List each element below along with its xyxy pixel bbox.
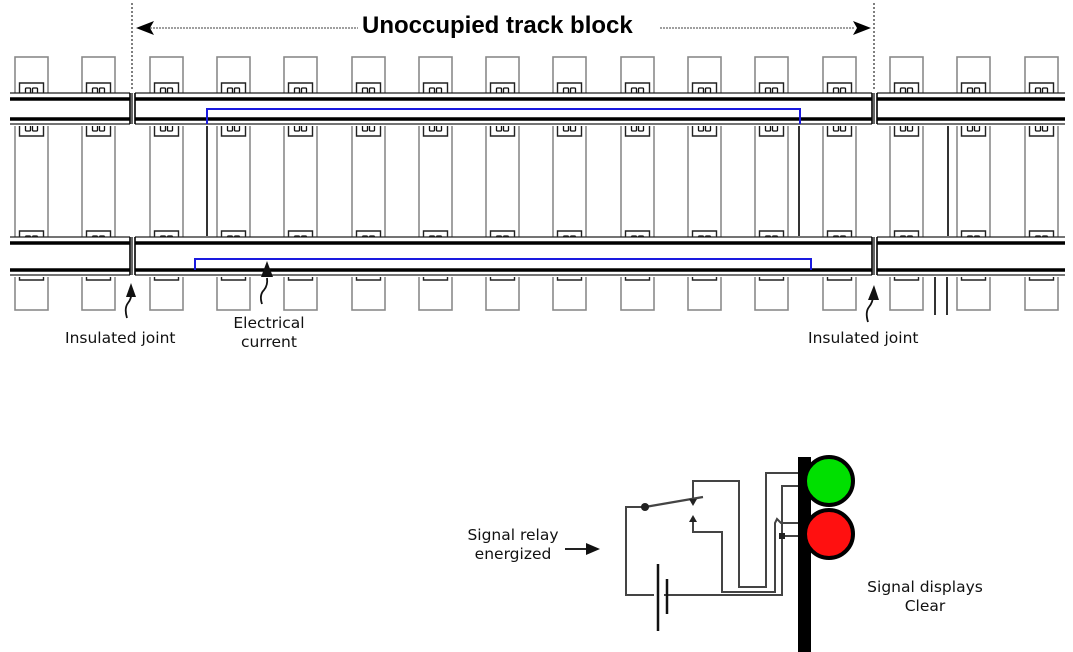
- signal-mast: [798, 457, 811, 652]
- rail-bottom-segment: [876, 236, 1065, 277]
- tie-plate: [826, 124, 853, 137]
- signal-light-red: [803, 508, 855, 560]
- tie-plate: [556, 124, 583, 137]
- electrical-current-line1: Electrical: [233, 314, 305, 332]
- tie-plate: [422, 124, 449, 137]
- tie-plate: [287, 124, 314, 137]
- arrowhead-left-icon: [136, 21, 154, 35]
- insulated-joint-pointer-right: [865, 285, 879, 323]
- tie-plate: [18, 124, 45, 137]
- tie-plate: [355, 124, 382, 137]
- current-path-top: [206, 108, 801, 124]
- insulated-joint-label-right: Insulated joint: [808, 329, 919, 347]
- tie-plate: [960, 124, 987, 137]
- electrical-current-label: Electrical current: [224, 314, 314, 353]
- battery-icon: [656, 564, 669, 631]
- tie-plate: [220, 124, 247, 137]
- relay-label: Signal relay energized: [458, 526, 568, 565]
- relay-label-line1: Signal relay: [467, 526, 559, 544]
- current-path-bottom: [194, 258, 812, 270]
- insulated-joint-label-left: Insulated joint: [65, 329, 176, 347]
- signal-status-line1: Signal displays: [867, 578, 983, 596]
- tie-plate: [826, 82, 853, 95]
- relay-pointer-arrow: [565, 543, 600, 555]
- insulated-joint-pointer-left: [124, 283, 136, 319]
- tie-plate: [85, 124, 112, 137]
- rail-top-segment: [10, 92, 131, 126]
- signal-status-label: Signal displays Clear: [855, 578, 995, 617]
- electrical-current-line2: current: [241, 333, 297, 352]
- electrical-current-pointer: [259, 261, 273, 305]
- rail-bottom-segment: [134, 236, 873, 277]
- signal-status-line2: Clear: [904, 597, 946, 616]
- tie-plate: [758, 82, 785, 95]
- tie-plate: [1028, 124, 1055, 137]
- lower-contact-icon: [689, 515, 697, 522]
- tie-plate: [489, 124, 516, 137]
- block-title: Unoccupied track block: [358, 11, 637, 41]
- signal-light-green: [803, 455, 855, 507]
- rail-top-segment: [876, 92, 1065, 126]
- relay-label-line2: energized: [474, 545, 552, 564]
- tie-plate: [691, 124, 718, 137]
- tie-plate: [758, 124, 785, 137]
- upper-contact-icon: [689, 499, 697, 506]
- wire-junction: [779, 533, 785, 539]
- tie-plate: [556, 82, 583, 95]
- switch-pivot: [641, 503, 649, 511]
- rail-bottom-segment: [10, 236, 131, 277]
- arrowhead-right-icon: [853, 21, 871, 35]
- tie-plate: [18, 82, 45, 95]
- relay-circuit: [625, 472, 803, 596]
